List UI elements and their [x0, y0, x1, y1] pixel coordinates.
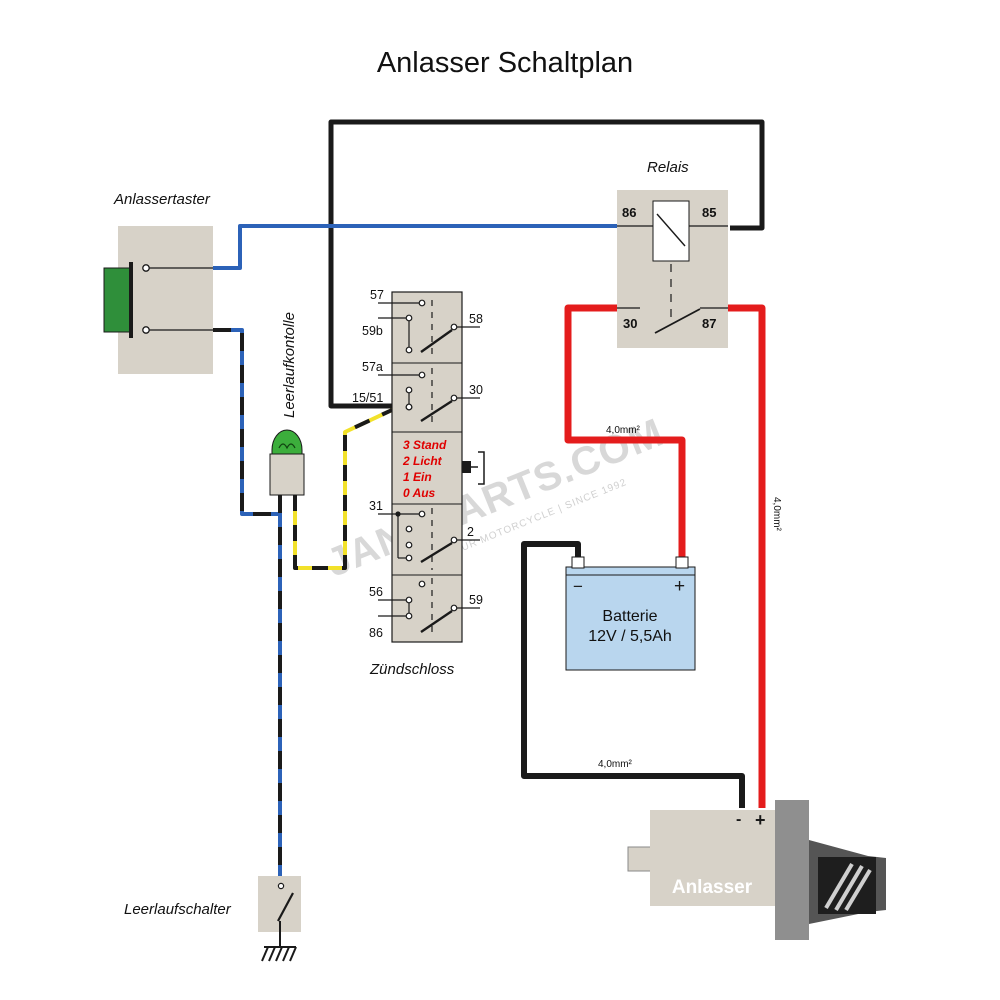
terminal-86: 86 [369, 626, 383, 640]
wire-black-battery-to-starter [521, 541, 745, 808]
starter-flange [775, 800, 809, 940]
wire-black-relay85-to-switch [328, 119, 765, 409]
battery-plus-sign: + [674, 576, 685, 597]
relay-pin-85: 85 [702, 205, 716, 220]
terminal-31: 31 [369, 499, 383, 513]
ignition-key-icon [462, 461, 471, 473]
neutral-indicator-lamp [269, 429, 305, 496]
starter-plus: + [755, 810, 766, 830]
wire-size-relay-starter: 4,0mm² [771, 497, 782, 532]
wires [213, 119, 766, 878]
starter-pinion-teeth [824, 862, 872, 912]
ignition-position-0: 0 Aus [403, 486, 436, 500]
battery: − + Batterie 12V / 5,5Ah [565, 556, 696, 671]
neutral-switch-blade [277, 892, 294, 922]
anlassertaster [103, 226, 213, 374]
relay-pin-87: 87 [702, 316, 716, 331]
battery-terminal-minus [571, 556, 585, 569]
junction-1551 [405, 403, 413, 411]
label-relais: Relais [647, 159, 689, 176]
starter-shaft-end [627, 846, 653, 872]
terminal-59b: 59b [362, 324, 383, 338]
wire-size-battery-starter: 4,0mm² [598, 759, 633, 770]
wire-yellowblack-lamp-to-switch-dash [293, 408, 393, 570]
relay-coil-diagonal [656, 213, 686, 247]
label-zuendschloss: Zündschloss [369, 661, 455, 678]
terminal-57a: 57a [362, 360, 383, 374]
wire-blueblack-taster-to-lamp [213, 328, 278, 516]
wire-blue-taster-to-relay86 [213, 224, 617, 270]
wire-red-relay87-to-starter [728, 304, 766, 808]
anlassertaster-contact-upper [142, 264, 150, 272]
ignition-key-bracket [478, 451, 485, 485]
wire-size-relay-battery: 4,0mm² [606, 425, 641, 436]
lamp-bulb [271, 429, 303, 455]
starter-label: Anlasser [672, 877, 753, 898]
terminal-1551: 15/51 [352, 391, 383, 405]
ignition-section-1 [378, 299, 480, 360]
battery-spec: 12V / 5,5Ah [588, 628, 672, 645]
anlassertaster-contact-lower [142, 326, 150, 334]
terminal-59: 59 [469, 593, 483, 607]
terminal-30: 30 [469, 383, 483, 397]
ignition-position-2: 2 Licht [402, 454, 443, 468]
ignition-section-4 [378, 508, 480, 570]
label-leerlaufschalter: Leerlaufschalter [124, 901, 232, 918]
diagram-title: Anlasser Schaltplan [377, 47, 633, 79]
lamp-socket [269, 453, 305, 496]
wire-blueblack-taster-to-lamp-dash [213, 328, 278, 516]
neutral-switch-contact-top [277, 882, 285, 890]
anlassertaster-button [103, 267, 131, 333]
ignition-switch-body [391, 291, 463, 643]
wire-red-relay30-to-battery [564, 304, 686, 560]
ground-icon [261, 946, 297, 962]
lamp-filament [278, 443, 296, 450]
label-leerlaufkontrolle: Leerlaufkontolle [281, 312, 298, 418]
ignition-section-5 [378, 578, 480, 638]
battery-body [565, 566, 696, 671]
terminal-2: 2 [467, 525, 474, 539]
terminal-56: 56 [369, 585, 383, 599]
relay-pin-86: 86 [622, 205, 636, 220]
terminal-58: 58 [469, 312, 483, 326]
relay-pin-30: 30 [623, 316, 637, 331]
starter-motor: Anlasser - + [627, 800, 886, 940]
anlassertaster-body [118, 226, 213, 374]
relay-contact-blade [654, 308, 701, 334]
battery-terminal-plus [675, 556, 689, 569]
starter-body [650, 810, 780, 906]
ignition-switch: 3 Stand 2 Licht 1 Ein 0 Aus [352, 288, 485, 643]
relay: 86 85 30 87 [617, 190, 728, 348]
label-anlassertaster: Anlassertaster [113, 191, 211, 208]
ignition-position-3: 3 Stand [403, 438, 447, 452]
battery-minus-sign: − [573, 577, 583, 596]
ignition-position-1: 1 Ein [403, 470, 432, 484]
starter-minus: - [736, 811, 741, 828]
neutral-switch [258, 876, 301, 962]
terminal-57: 57 [370, 288, 384, 302]
ignition-section-2 [378, 368, 480, 428]
battery-name: Batterie [602, 608, 657, 625]
